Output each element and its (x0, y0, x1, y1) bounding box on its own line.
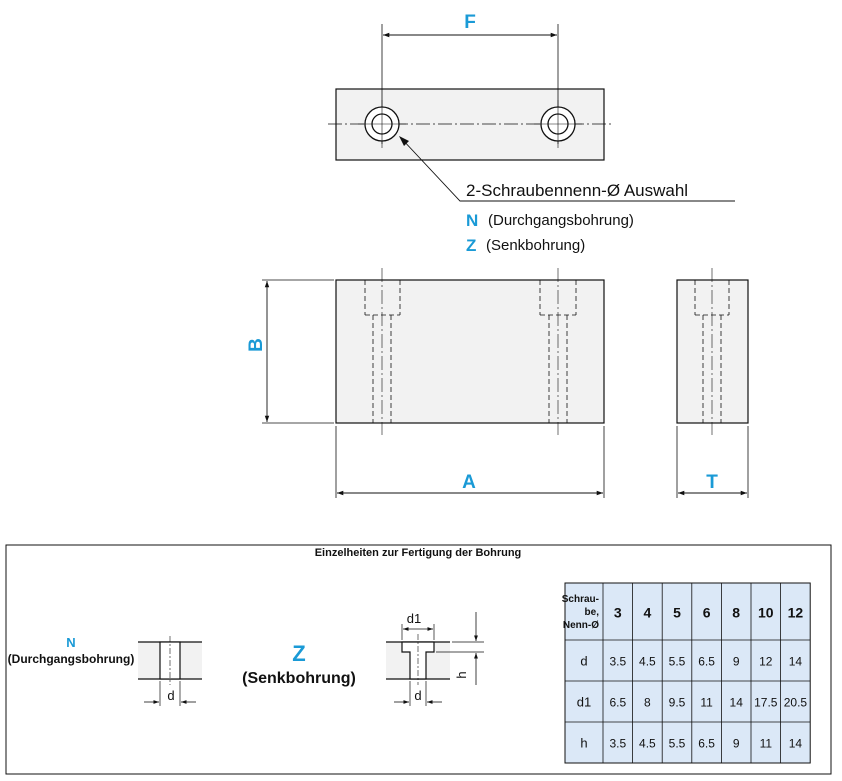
table-cell: 5.5 (669, 737, 686, 751)
callout-n-code: N (466, 211, 478, 230)
table-cell: 8 (644, 696, 651, 710)
detail-n-code: N (66, 635, 75, 650)
detail-panel-title: Einzelheiten zur Fertigung der Bohrung (315, 547, 522, 559)
table-cell: 3.5 (609, 737, 626, 751)
table-cell: 4.5 (639, 655, 656, 669)
counterbore-d-label: d (414, 688, 421, 703)
dimension-a-label: A (462, 472, 476, 493)
table-cell: 6.5 (698, 737, 715, 751)
table-cell: 14 (789, 655, 803, 669)
table-header-cell: 6 (703, 605, 711, 621)
detail-n-text: (Durchgangsbohrung) (8, 652, 135, 666)
table-cell: 14 (730, 696, 744, 710)
side-view: T (676, 268, 749, 498)
callout-z-text: (Senkbohrung) (486, 237, 585, 254)
table-cell: 9 (733, 655, 740, 669)
table-header-cell: 4 (644, 605, 652, 621)
table-cell: 11 (760, 737, 773, 751)
table-cell: 5.5 (669, 655, 686, 669)
front-view-body (335, 279, 605, 424)
callout-n-text: (Durchgangsbohrung) (488, 212, 634, 229)
callout-leader-line (400, 137, 735, 202)
counterbore-d1-label: d1 (407, 611, 421, 626)
dimension-b-label: B (246, 338, 267, 352)
detail-panel: Einzelheiten zur Fertigung der Bohrung N… (5, 544, 832, 775)
detail-z-code: Z (292, 641, 305, 666)
table-header-label: Schrau- (562, 594, 599, 605)
side-view-body (676, 279, 749, 424)
table-row-label: d1 (577, 695, 591, 710)
callout-z-code: Z (466, 236, 476, 255)
dimension-t-label: T (706, 472, 718, 493)
table-header-cell: 8 (732, 605, 740, 621)
table-header-cell: 5 (673, 605, 681, 621)
table-cell: 6.5 (698, 655, 715, 669)
table-cell: 20.5 (784, 696, 808, 710)
table-cell: 6.5 (609, 696, 626, 710)
table-cell: 9.5 (669, 696, 686, 710)
dimension-f-label: F (464, 12, 476, 33)
hole-left-icon (358, 100, 406, 148)
table-cell: 3.5 (609, 655, 626, 669)
table-header-cell: 10 (758, 605, 774, 621)
through-hole-d-label: d (167, 688, 174, 703)
counterbore-sketch: d1 d h (386, 611, 484, 706)
callout-title: 2-Schraubennenn-Ø Auswahl (466, 181, 688, 200)
table-cell: 11 (700, 696, 713, 710)
counterbore-h-label: h (454, 671, 469, 678)
front-view: B A (246, 268, 605, 498)
detail-z-text: (Senkbohrung) (242, 670, 356, 687)
hole-right-icon (534, 100, 582, 148)
leader-arrow-icon (399, 136, 409, 146)
table-header-cell: 3 (614, 605, 622, 621)
front-left-hole-hidden (364, 280, 401, 423)
top-view: F 2-Schraubennenn-Ø Auswahl N (Durchgang… (328, 12, 735, 255)
table-header-label: Nenn-Ø (563, 620, 599, 631)
table-cell: 12 (759, 655, 773, 669)
table-cell: 9 (733, 737, 740, 751)
spec-table: Schrau-be, Nenn-Ø 3 4 5 6 8 10 12 d 3.5 4.5 5.5 6.5 9 1… (562, 582, 811, 764)
table-background (564, 582, 811, 764)
table-header-cell: 12 (788, 605, 804, 621)
table-row-label: d (580, 654, 587, 669)
through-hole-sketch: d (138, 636, 202, 706)
table-cell: 4.5 (639, 737, 656, 751)
table-header-label: be, (585, 607, 600, 618)
table-cell: 17.5 (754, 696, 778, 710)
table-row-label: h (580, 736, 587, 751)
table-cell: 14 (789, 737, 803, 751)
